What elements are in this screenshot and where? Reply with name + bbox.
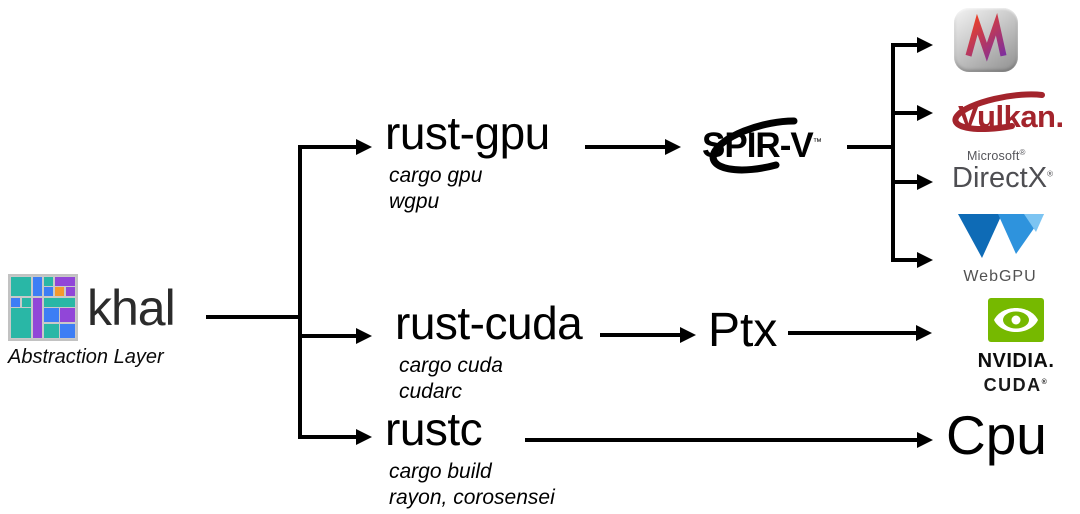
vulkan-logo: Vulkan. — [942, 88, 1080, 140]
arrowhead-icon — [356, 139, 372, 155]
khal-logo — [8, 274, 78, 341]
mosaic-cell — [54, 287, 65, 297]
connector-ptx-nvidia — [788, 331, 918, 335]
branch-rustc: rustc cargo build rayon, corosensei — [385, 406, 555, 511]
registered-mark: ® — [1041, 379, 1049, 386]
arrowhead-icon — [680, 327, 696, 343]
webgpu-w-icon — [958, 214, 1044, 258]
vulkan-label: Vulkan. — [958, 99, 1064, 134]
connector-cuda-ptx — [600, 333, 682, 337]
branch-tool: wgpu — [389, 189, 440, 213]
branch-tool: cargo gpu — [389, 163, 483, 187]
mosaic-cell — [65, 287, 75, 297]
directx-label: DirectX — [952, 162, 1048, 195]
connector-right-trunk — [891, 43, 895, 262]
connector-gpu-spirv — [585, 145, 667, 149]
arrowhead-icon — [916, 325, 932, 341]
mosaic-cell — [60, 323, 75, 338]
mosaic-cell — [43, 287, 54, 297]
khal-wordmark: khal — [87, 279, 176, 336]
registered-mark: ® — [1047, 169, 1053, 179]
spirv-logo: SPIR-V™ — [682, 112, 848, 174]
connector-branch-gpu — [298, 145, 358, 149]
spirv-tm: ™ — [812, 136, 822, 147]
connector-rustc-cpu — [525, 438, 919, 442]
branch-tool: cargo build — [389, 459, 492, 483]
cpu-label: Cpu — [946, 404, 1047, 466]
arrowhead-icon — [356, 328, 372, 344]
mosaic-cell — [11, 297, 21, 307]
spirv-label: SPIR-V — [702, 126, 814, 165]
connector-to-vulkan — [891, 111, 919, 115]
arrowhead-icon — [665, 139, 681, 155]
branch-name: rustc — [385, 403, 483, 455]
mosaic-cell — [43, 323, 59, 338]
microsoft-label: Microsoft — [967, 149, 1020, 164]
connector-branch-rustc — [298, 435, 358, 439]
mosaic-cell — [43, 277, 54, 286]
branch-tool: cudarc — [399, 379, 463, 403]
arrowhead-icon — [917, 252, 933, 268]
nvidia-cuda-logo: NVIDIA. CUDA® — [960, 296, 1072, 396]
khal-node: khal — [8, 274, 176, 341]
directx-logo: Microsoft® DirectX® — [952, 148, 1053, 194]
connector-branch-cuda — [298, 334, 358, 338]
mosaic-cell — [43, 308, 59, 323]
mosaic-cell — [11, 277, 32, 297]
khal-caption: Abstraction Layer — [8, 346, 164, 368]
connector-to-metal — [891, 43, 919, 47]
arrowhead-icon — [917, 37, 933, 53]
metal-m-glyph — [965, 12, 1007, 62]
branch-name: rust-cuda — [395, 297, 583, 349]
branch-tool: rayon, corosensei — [389, 485, 555, 509]
nvidia-label: NVIDIA. — [977, 350, 1055, 372]
registered-mark: ® — [1019, 148, 1026, 157]
mosaic-cell — [60, 308, 75, 323]
branch-rust-cuda: rust-cuda cargo cuda cudarc — [395, 297, 583, 405]
mosaic-cell — [21, 297, 32, 307]
vulkan-swoosh-icon — [952, 91, 1045, 133]
connector-to-directx — [891, 180, 919, 184]
arrowhead-icon — [917, 432, 933, 448]
arrowhead-icon — [917, 105, 933, 121]
ptx-label: Ptx — [708, 304, 778, 357]
connector-to-webgpu — [891, 258, 919, 262]
webgpu-label: WebGPU — [963, 268, 1037, 285]
branch-rust-gpu: rust-gpu cargo gpu wgpu — [385, 110, 550, 215]
mosaic-cell — [43, 297, 75, 307]
connector-left-trunk — [298, 145, 302, 439]
branch-name: rust-gpu — [385, 107, 550, 159]
spirv-swoosh-icon — [709, 117, 798, 174]
mosaic-cell — [54, 277, 75, 286]
arrowhead-icon — [356, 429, 372, 445]
mosaic-cell — [32, 297, 43, 338]
cuda-label: CUDA — [983, 375, 1042, 395]
arrowhead-icon — [917, 174, 933, 190]
connector-spirv-out — [847, 145, 893, 149]
mosaic-cell — [32, 277, 43, 297]
metal-icon — [954, 8, 1018, 72]
branch-tool: cargo cuda — [399, 353, 503, 377]
mosaic-cell — [11, 308, 32, 338]
webgpu-logo: WebGPU — [950, 210, 1050, 286]
nvidia-eye-icon — [988, 298, 1044, 342]
connector-khal-out — [206, 315, 298, 319]
